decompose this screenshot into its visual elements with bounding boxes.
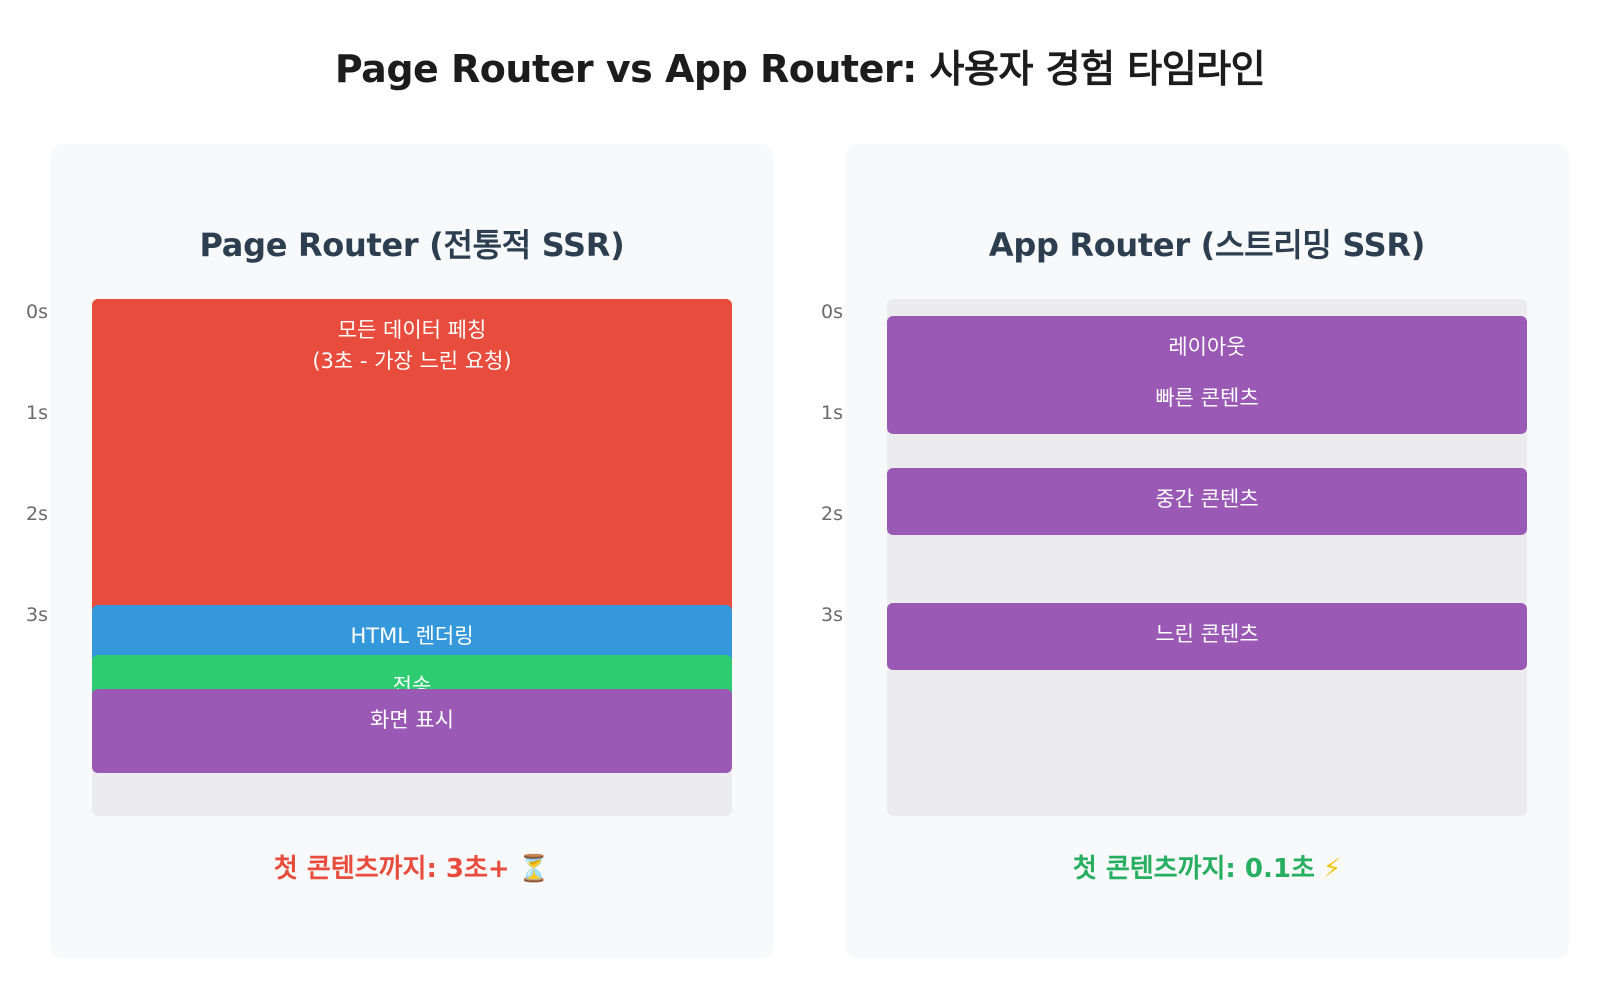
- app-router-panel: App Router (스트리밍 SSR) 0s 1s 2s 3s 레이아웃 빠…: [821, 144, 1569, 958]
- fetch-all-data-bar: 모든 데이터 페칭 (3초 - 가장 느린 요청): [92, 299, 732, 619]
- page-router-title: Page Router (전통적 SSR): [199, 226, 625, 264]
- tick-0s: 0s: [26, 301, 48, 323]
- layout-fast-content-bar: 레이아웃 빠른 콘텐츠: [887, 316, 1527, 434]
- app-router-first-content: 첫 콘텐츠까지: 0.1초⚡: [845, 848, 1569, 885]
- fetch-bar-label: 모든 데이터 페칭: [337, 318, 487, 342]
- render-bar-label: HTML 렌더링: [350, 624, 474, 648]
- display-bar-label: 화면 표시: [370, 708, 454, 732]
- slow-content-bar: 느린 콘텐츠: [887, 603, 1527, 670]
- layout-label: 레이아웃: [1168, 335, 1246, 359]
- page-router-panel: Page Router (전통적 SSR) 0s 1s 2s 3s 모든 데이터…: [26, 144, 774, 958]
- tick-1s: 1s: [26, 402, 48, 424]
- medium-content-bar: 중간 콘텐츠: [887, 468, 1527, 535]
- medium-content-label: 중간 콘텐츠: [1155, 487, 1259, 511]
- tick-3s: 3s: [821, 604, 843, 626]
- lightning-icon: ⚡: [1322, 854, 1342, 884]
- slow-content-label: 느린 콘텐츠: [1155, 622, 1259, 646]
- display-bar: 화면 표시: [92, 689, 732, 773]
- page-router-timeline: 0s 1s 2s 3s 모든 데이터 페칭 (3초 - 가장 느린 요청) HT…: [26, 299, 732, 816]
- tick-3s: 3s: [26, 604, 48, 626]
- tick-2s: 2s: [821, 503, 843, 525]
- hourglass-icon: ⏳: [517, 854, 551, 884]
- tick-2s: 2s: [26, 503, 48, 525]
- fetch-bar-sublabel: (3초 - 가장 느린 요청): [312, 349, 512, 373]
- tick-0s: 0s: [821, 301, 843, 323]
- app-router-footer-text: 첫 콘텐츠까지: 0.1초: [1072, 854, 1315, 884]
- fast-content-label: 빠른 콘텐츠: [1155, 386, 1259, 410]
- tick-1s: 1s: [821, 402, 843, 424]
- page-title: Page Router vs App Router: 사용자 경험 타임라인: [334, 47, 1266, 91]
- page-router-footer-text: 첫 콘텐츠까지: 3초+: [273, 854, 510, 884]
- app-router-title: App Router (스트리밍 SSR): [988, 226, 1426, 264]
- page-router-first-content: 첫 콘텐츠까지: 3초+⏳: [50, 848, 774, 885]
- app-router-timeline: 0s 1s 2s 3s 레이아웃 빠른 콘텐츠 중간 콘텐츠 느린 콘텐츠: [821, 299, 1527, 816]
